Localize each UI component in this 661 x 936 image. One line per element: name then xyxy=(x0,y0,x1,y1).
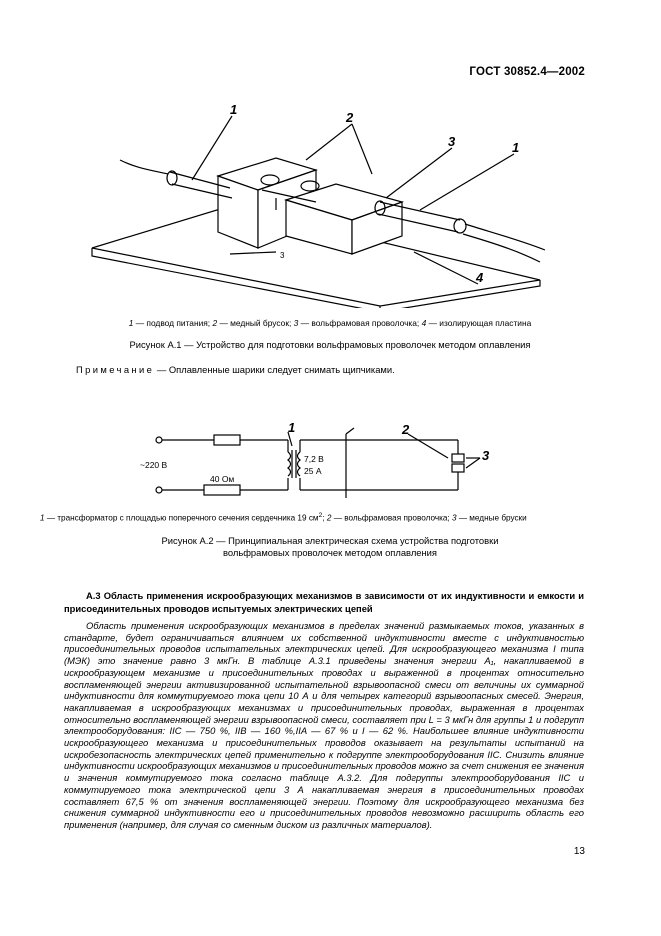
label-2: 2 xyxy=(401,422,410,437)
standard-header: ГОСТ 30852.4—2002 xyxy=(469,66,585,78)
label-1-right: 1 xyxy=(512,140,519,155)
note: Примечание — Оплавленные шарики следует … xyxy=(76,364,395,375)
figure-1-legend: 1 — подвод питания; 2 — медный брусок; 3… xyxy=(128,318,532,328)
figure-2-legend: 1 — трансформатор с площадью поперечного… xyxy=(40,512,527,523)
figure-2-title-line2: вольфрамовых проволочек методом оплавлен… xyxy=(222,547,438,558)
voltage-label: ~220 В xyxy=(140,460,168,470)
section-body: Область применения искрообразующих механ… xyxy=(64,620,584,830)
resistor xyxy=(203,484,241,496)
figure-2-title-line1: Рисунок А.2 — Принципиальная электрическ… xyxy=(161,535,499,546)
label-1-left: 1 xyxy=(230,102,237,117)
transformer-voltage: 7,2 В xyxy=(304,454,324,464)
figure-1-drawing: 1 2 3 1 4 3 xyxy=(91,102,546,308)
page-number: 13 xyxy=(573,846,585,857)
label-1: 1 xyxy=(288,420,295,435)
label-4: 4 xyxy=(475,270,484,285)
figure-2-schematic: ~220 В 40 Ом 7,2 В 25 А 1 2 3 xyxy=(140,420,490,498)
label-3: 3 xyxy=(448,134,456,149)
label-3-small: 3 xyxy=(280,251,285,260)
section-heading: А.3 Область применения искрообразующих м… xyxy=(64,590,584,614)
fuse xyxy=(213,434,241,446)
resistor-label: 40 Ом xyxy=(210,474,234,484)
figure-1-title: Рисунок А.1 — Устройство для подготовки … xyxy=(129,339,531,350)
label-3: 3 xyxy=(482,448,490,463)
transformer-current: 25 А xyxy=(304,466,322,476)
label-2: 2 xyxy=(345,110,354,125)
